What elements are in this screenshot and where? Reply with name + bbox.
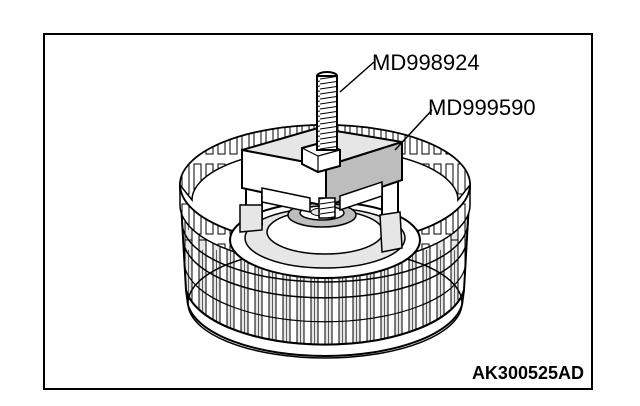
figure-frame xyxy=(43,33,593,390)
leader-line-puller xyxy=(394,109,433,151)
callout-puller-part-number: MD999590 xyxy=(428,95,536,120)
threaded-bolt xyxy=(316,71,338,219)
leader-line-bolt xyxy=(339,61,375,93)
piston-bore xyxy=(229,201,421,279)
callout-bolt-part-number: MD998924 xyxy=(372,50,480,75)
figure-id: AK300525AD xyxy=(471,363,584,383)
